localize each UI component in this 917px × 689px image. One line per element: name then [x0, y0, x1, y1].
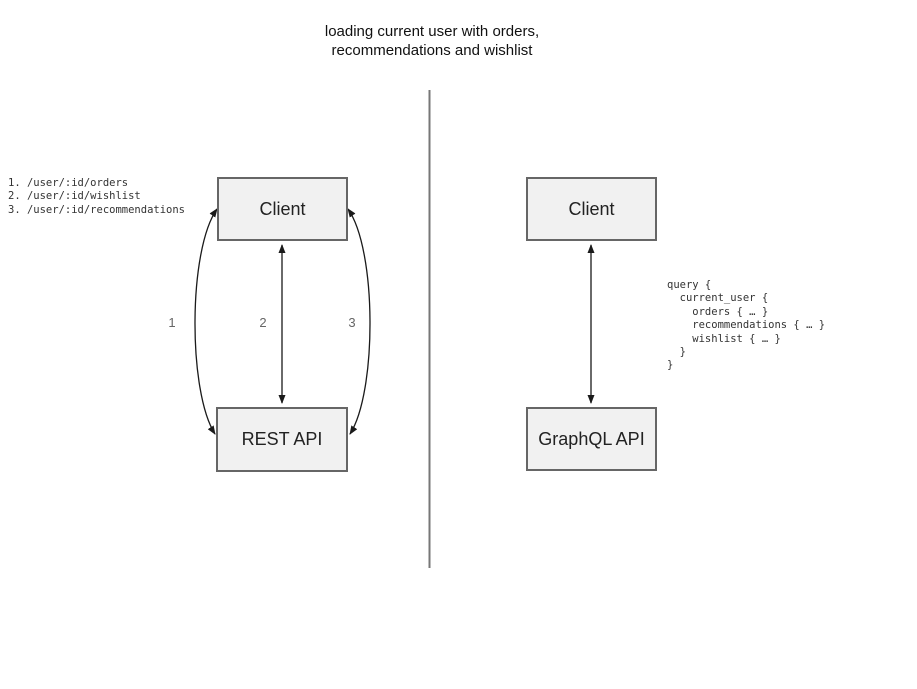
rest-api-box-label: REST API: [241, 429, 323, 449]
rest-arrow-label-2: 2: [259, 315, 267, 330]
rest-endpoint-2: 2. /user/:id/wishlist: [8, 190, 141, 203]
rest-client-box-label: Client: [259, 198, 306, 219]
rest-arrow-label-3: 3: [348, 315, 356, 330]
rest-client-box: Client: [217, 177, 348, 241]
rest-arrow-label-1: 1: [168, 315, 176, 330]
diagram-title: loading current user with orders, recomm…: [132, 22, 732, 60]
graphql-client-box-label: Client: [568, 198, 615, 219]
rest-arrow-1-curve: [194, 208, 218, 435]
rest-endpoint-1: 1. /user/:id/orders: [8, 177, 129, 189]
graphql-client-box: Client: [526, 177, 657, 241]
graphql-api-box: GraphQL API: [526, 407, 657, 471]
rest-endpoint-3: 3. /user/:id/recommendations: [8, 203, 186, 216]
rest-api-box: REST API: [216, 407, 348, 472]
graphql-query-snippet: query { current_user { orders { … } reco…: [667, 279, 826, 372]
graphql-api-box-label: GraphQL API: [538, 428, 645, 449]
diagram-title-line2: recommendations and wishlist: [331, 42, 533, 59]
rest-endpoint-list: 1. /user/:id/orders 2. /user/:id/wishlis…: [8, 177, 185, 217]
diagram-title-line1: loading current user with orders,: [324, 23, 540, 40]
